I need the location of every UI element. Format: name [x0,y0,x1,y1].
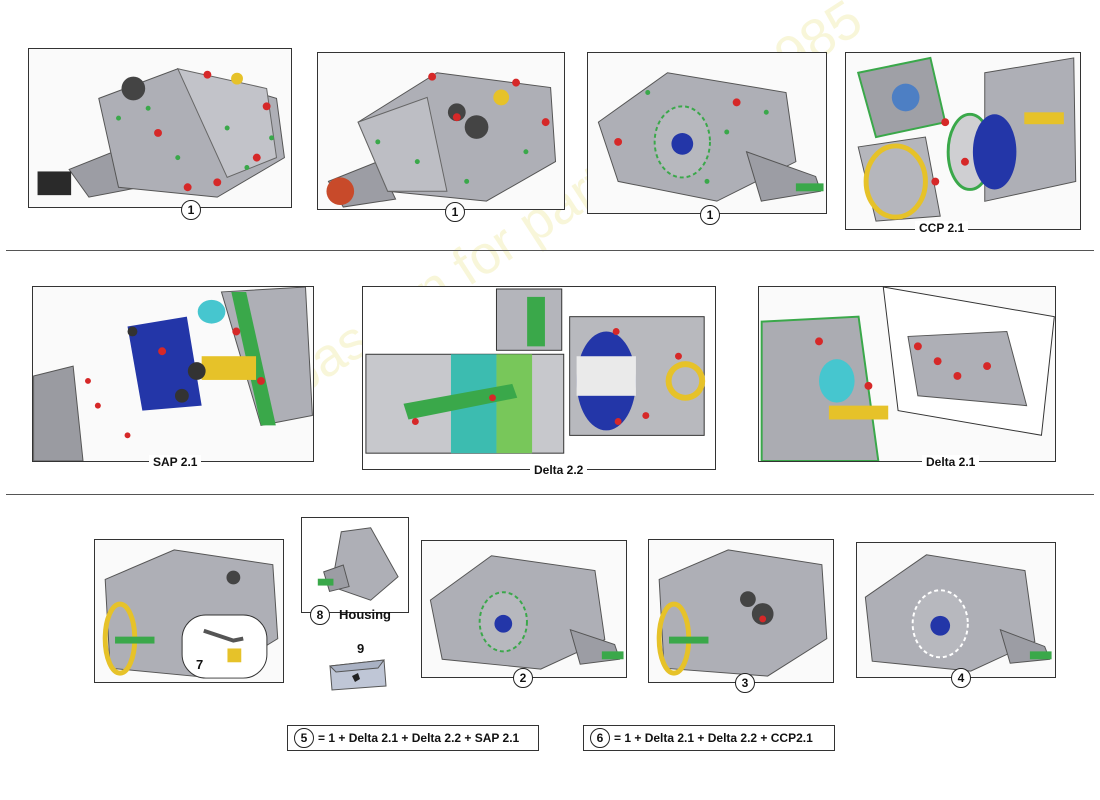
gearbox-view-1[interactable] [28,48,292,208]
ccp-2-1-view[interactable] [845,52,1081,230]
callout-1[interactable]: 1 [700,205,720,225]
gearbox-view-3[interactable] [587,52,827,214]
part-9-sleeve[interactable] [328,658,388,692]
gearbox-illustration [597,72,824,202]
gearbox-view-3[interactable] [648,539,834,683]
kit-5-formula: 5 = 1 + Delta 2.1 + Delta 2.2 + SAP 2.1 [287,725,539,751]
row-divider [6,494,1094,495]
kit-6-formula: 6 = 1 + Delta 2.1 + Delta 2.2 + CCP2.1 [583,725,835,751]
callout-3[interactable]: 3 [735,673,755,693]
delta-2-2-view[interactable] [362,286,716,470]
sap-2-1-label: SAP 2.1 [149,455,202,469]
housing-view[interactable] [301,517,409,613]
gearbox-illustration [102,549,279,679]
callout-7[interactable]: 7 [196,657,204,672]
kit-5-formula-text: = 1 + Delta 2.1 + Delta 2.2 + SAP 2.1 [318,731,520,745]
gearbox-illustration [856,56,1077,222]
callout-9[interactable]: 9 [357,641,365,656]
gearbox-illustration [365,288,706,454]
gearbox-view-4[interactable] [856,542,1056,678]
delta-2-1-label: Delta 2.1 [922,455,980,469]
gearbox-illustration [656,549,828,677]
gearbox-view-7[interactable] [94,539,284,683]
housing-illustration [317,527,399,601]
housing-label: Housing [339,607,391,622]
manual-sleeve-icon [328,659,387,691]
row-divider [6,250,1094,251]
ccp-2-1-label: CCP 2.1 [915,221,969,235]
callout-1[interactable]: 1 [181,200,201,220]
callout-1[interactable]: 1 [445,202,465,222]
gearbox-view-2[interactable] [317,52,565,210]
gearbox-illustration [33,287,313,461]
gearbox-illustration [429,555,624,670]
gearbox-illustration [760,287,1055,461]
callout-8[interactable]: 8 [310,605,330,625]
delta-2-2-label: Delta 2.2 [530,463,588,477]
gearbox-view-2[interactable] [421,540,627,678]
gearbox-illustration [864,554,1052,672]
callout-4[interactable]: 4 [951,668,971,688]
callout-6[interactable]: 6 [590,728,610,748]
sap-2-1-view[interactable] [32,286,314,462]
gearbox-illustration [37,68,285,198]
callout-5[interactable]: 5 [294,728,314,748]
kit-6-formula-text: = 1 + Delta 2.1 + Delta 2.2 + CCP2.1 [614,731,813,745]
gearbox-illustration [326,72,557,208]
delta-2-1-view[interactable] [758,286,1056,462]
callout-2[interactable]: 2 [513,668,533,688]
